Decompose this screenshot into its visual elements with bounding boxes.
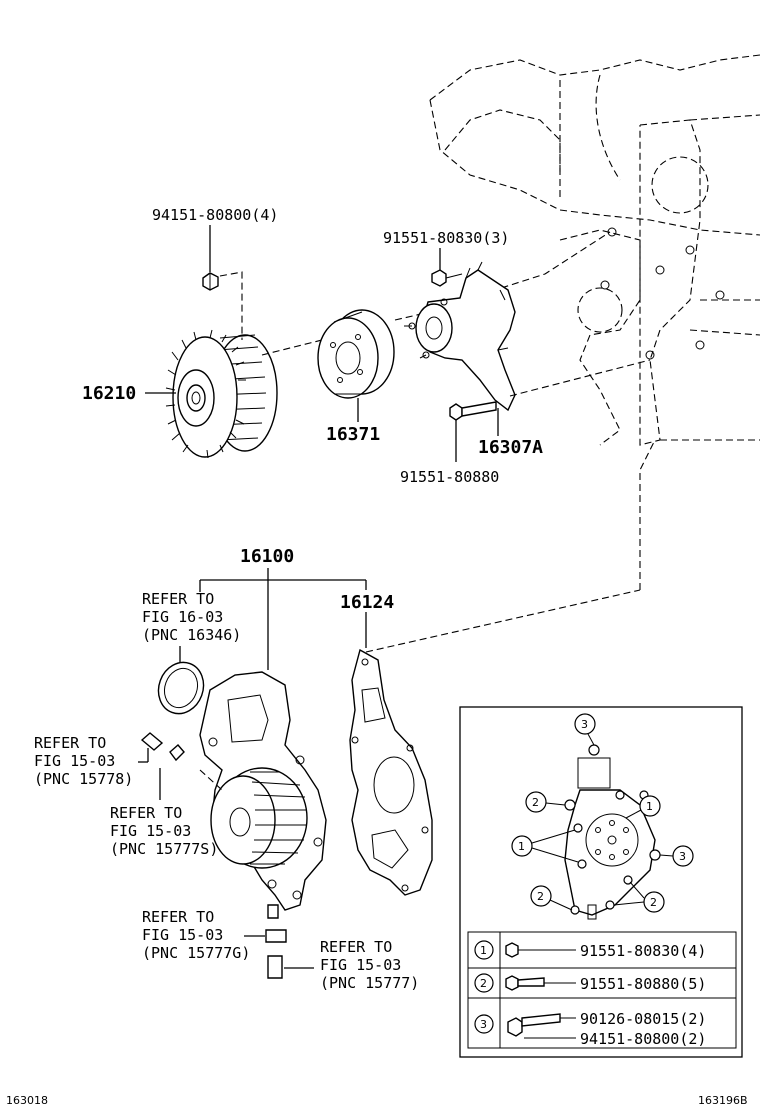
label-91551-80880: 91551-80880 — [400, 468, 499, 486]
bolt-91551-80830 — [431, 269, 463, 287]
ref-16346-l2: FIG 16-03 — [142, 608, 223, 626]
dash-16124 — [365, 589, 641, 653]
ref-15777-l3: (PNC 15777) — [320, 974, 419, 992]
ref-15777s-l2: FIG 15-03 — [110, 822, 191, 840]
inset-box — [459, 706, 743, 1058]
label-91551-80830-3: 91551-80830(3) — [383, 229, 509, 247]
callout-3-top: 3 — [581, 718, 588, 731]
ref-15777-l2: FIG 15-03 — [320, 956, 401, 974]
ref-15777g-l1: REFER TO — [142, 908, 214, 926]
dash-94151 — [219, 271, 243, 340]
inset-callouts: 3 1 2 1 3 2 2 — [511, 713, 694, 913]
bolt-91551-80880 — [449, 401, 497, 421]
label-16100: 16100 — [240, 546, 294, 567]
dash-91551-80880 — [509, 359, 651, 397]
ref-15778-l1: REFER TO — [34, 734, 106, 752]
ref-16346-l1: REFER TO — [142, 590, 214, 608]
label-16307a: 16307A — [478, 437, 543, 458]
fan-coupling-part — [165, 329, 278, 459]
legend-num-1: 1 — [480, 944, 487, 957]
callout-1-right: 1 — [646, 800, 653, 813]
footer-left-code: 163018 — [6, 1094, 48, 1107]
o-ring-part — [157, 661, 205, 715]
ref-15777-l1: REFER TO — [320, 938, 392, 956]
gasket-part — [349, 648, 433, 896]
legend-num-3: 3 — [480, 1018, 487, 1031]
label-16371: 16371 — [326, 424, 380, 445]
legend-num-2: 2 — [480, 977, 487, 990]
hose-15778 — [140, 732, 185, 762]
bracket-part — [404, 261, 516, 412]
ref-15777g-l3: (PNC 15777G) — [142, 944, 250, 962]
callout-2-left: 2 — [532, 796, 539, 809]
callout-1-left: 1 — [518, 840, 525, 853]
label-16124: 16124 — [340, 592, 394, 613]
water-pump-part — [199, 671, 327, 919]
pulley-part — [317, 309, 395, 399]
ref-15778-l3: (PNC 15778) — [34, 770, 133, 788]
ref-15777g-l2: FIG 15-03 — [142, 926, 223, 944]
nut-94151-80800 — [202, 272, 219, 291]
label-94151-80800-4: 94151-80800(4) — [152, 206, 278, 224]
ref-15778-l2: FIG 15-03 — [34, 752, 115, 770]
ref-16346-l3: (PNC 16346) — [142, 626, 241, 644]
dash-15778 — [199, 769, 223, 791]
legend-part-1: 91551-80830(4) — [580, 942, 706, 960]
footer-right-code: 163196B — [698, 1094, 748, 1107]
legend-part-3a: 90126-08015(2) — [580, 1010, 706, 1028]
clamp-15777g — [265, 929, 287, 943]
inset-legend: 1 91551-80830(4) 2 91551-80880(5) 3 9012… — [467, 931, 737, 1049]
engine-block — [429, 54, 760, 590]
legend-part-2: 91551-80880(5) — [580, 975, 706, 993]
legend-part-3b: 94151-80800(2) — [580, 1030, 706, 1048]
inset-pump-view — [564, 744, 661, 920]
ref-15777s-l1: REFER TO — [110, 804, 182, 822]
callout-3-right: 3 — [679, 850, 686, 863]
ref-15777s-l3: (PNC 15777S) — [110, 840, 218, 858]
label-16210: 16210 — [82, 383, 136, 404]
hose-15777 — [267, 955, 283, 979]
callout-2-bottom-right: 2 — [650, 896, 657, 909]
callout-2-bottom-left: 2 — [537, 890, 544, 903]
